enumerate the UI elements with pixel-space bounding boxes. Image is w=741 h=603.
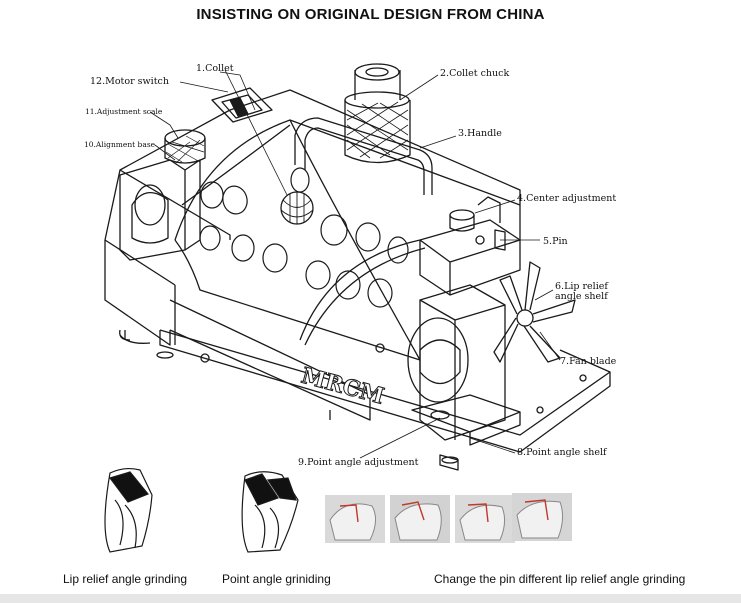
label-pin: 5.Pin	[543, 236, 568, 247]
leader-lines	[149, 69, 561, 459]
point-angle-shelf	[407, 284, 521, 446]
adjustment-knob	[164, 129, 206, 164]
caption-change-pin: Change the pin different lip relief angl…	[434, 572, 686, 586]
label-point-angle-shelf: 8.Point angle shelf	[517, 447, 607, 458]
label-alignment-base: 10.Alignment base	[84, 140, 156, 149]
label-collet: 1.Collet	[196, 63, 234, 74]
base-plate	[159, 329, 611, 471]
drill-tip-point-angle	[241, 471, 299, 553]
handle	[294, 117, 433, 195]
page-title: INSISTING ON ORIGINAL DESIGN FROM CHINA	[196, 6, 545, 23]
motor-switch	[211, 87, 273, 123]
label-collet-chuck: 2.Collet chuck	[440, 68, 510, 79]
caption-lip-relief: Lip relief angle grinding	[63, 572, 188, 586]
caption-point-angle: Point angle griniding	[222, 572, 331, 586]
collet-chuck	[344, 63, 411, 164]
lip-relief-shelf	[419, 196, 521, 296]
label-fan-blade: 7.Fan blade	[560, 356, 617, 367]
machine-feet	[119, 329, 459, 464]
curved-cover	[174, 119, 521, 361]
collet-ball	[280, 191, 314, 225]
vent-holes	[199, 167, 409, 308]
label-handle: 3.Handle	[458, 128, 502, 139]
fan-blade	[493, 261, 576, 363]
label-motor-switch: 12.Motor switch	[90, 76, 169, 87]
brand-mark: MRCM	[298, 363, 386, 410]
drill-tip-lip-relief	[104, 467, 153, 553]
bottom-divider	[0, 594, 741, 603]
alignment-base	[119, 159, 201, 261]
label-point-angle-adjustment: 9.Point angle adjustment	[298, 457, 419, 468]
label-lip-relief-angle-shelf: 6.Lip relief angle shelf	[555, 281, 608, 302]
label-center-adjustment: 4.Center adjustment	[517, 193, 617, 204]
label-adjustment-scale: 11.Adjustment scale	[85, 107, 163, 116]
drill-photos	[325, 493, 572, 543]
